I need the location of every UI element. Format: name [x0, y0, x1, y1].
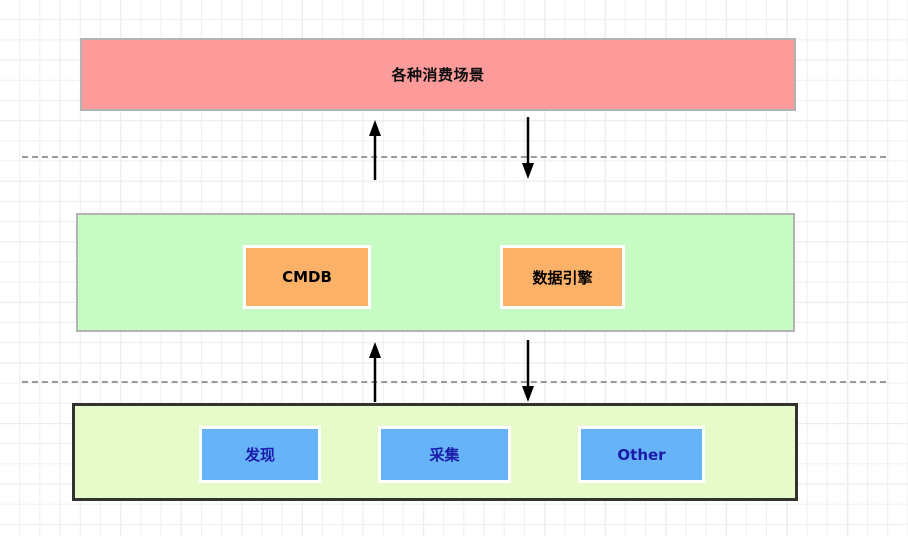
node-collect-label: 采集 [429, 446, 460, 464]
layer-consumer-scenarios[interactable]: 各种消费场景 [80, 38, 796, 111]
node-data-engine[interactable]: 数据引擎 [500, 245, 625, 309]
divider-lower [22, 381, 886, 383]
divider-upper [22, 156, 886, 158]
node-data-engine-label: 数据引擎 [532, 268, 593, 287]
arrow-down-icon [521, 117, 535, 179]
node-other[interactable]: Other [578, 426, 705, 483]
arrow-up-icon [368, 342, 382, 402]
layer-platform[interactable] [76, 213, 795, 332]
node-other-label: Other [617, 445, 666, 464]
node-cmdb-label: CMDB [282, 268, 332, 286]
arrow-up-icon [368, 120, 382, 180]
node-discovery-label: 发现 [244, 446, 275, 464]
node-collect[interactable]: 采集 [378, 426, 511, 483]
layer-consumer-scenarios-label: 各种消费场景 [391, 66, 485, 84]
node-discovery[interactable]: 发现 [199, 426, 321, 483]
arrow-down-icon [521, 340, 535, 402]
node-cmdb[interactable]: CMDB [243, 245, 371, 309]
